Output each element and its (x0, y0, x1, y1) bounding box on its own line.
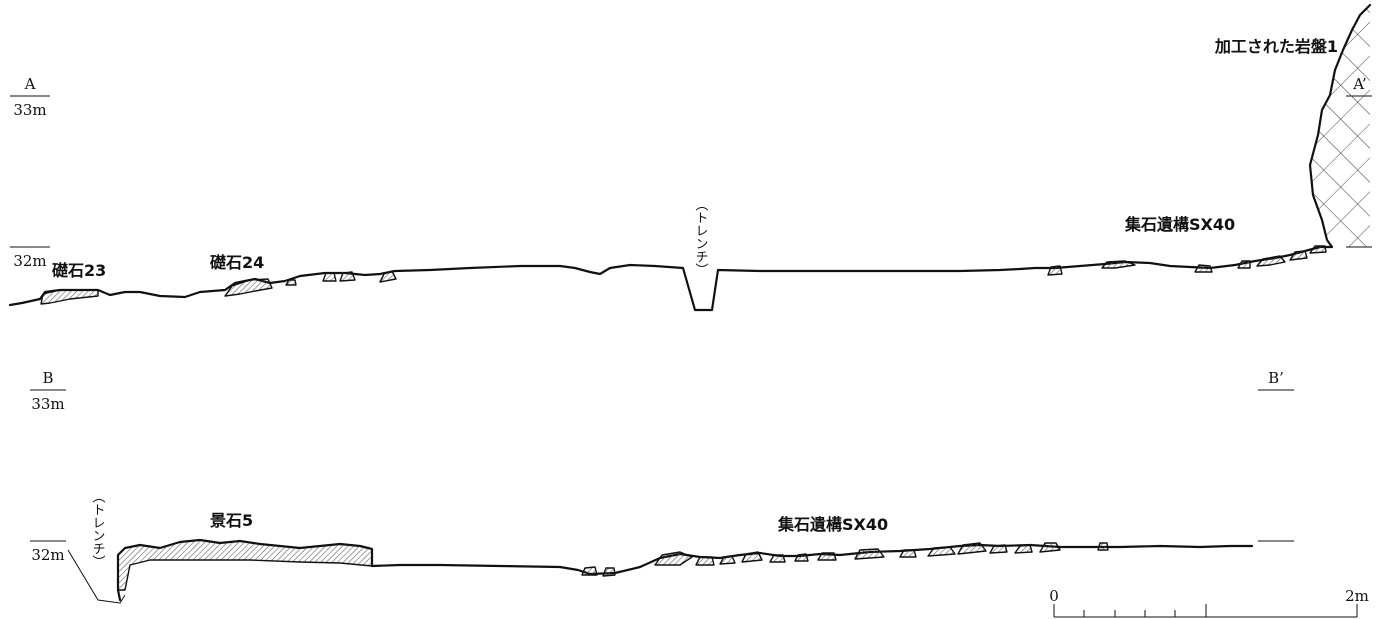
trench-a-label: （トレンチ） (693, 198, 709, 276)
section-b: B 33m 32m B’ 景石5 集石遺構SX40 （トレンチ (30, 369, 1294, 604)
stone-b-10 (854, 548, 885, 560)
stone-group-a-label: 集石遺構SX40 (1124, 215, 1235, 234)
section-a-elev-32: 32m (13, 252, 46, 270)
stone-a-1 (285, 279, 297, 286)
stone-b-7 (769, 554, 786, 563)
scale-bar-zero: 0 (1049, 587, 1059, 605)
stone-b-6 (741, 551, 763, 563)
section-a-ground-line (8, 245, 1334, 312)
stone-a-5 (1047, 265, 1063, 276)
stone-a-3 (339, 271, 356, 282)
trench-a-profile (682, 267, 719, 311)
stone-b-2 (602, 567, 616, 577)
stone-landscape-5 (117, 539, 373, 591)
stone-b-3 (654, 551, 693, 566)
stone-a-10 (1289, 250, 1308, 261)
trench-b-label: （トレンチ） (90, 490, 106, 568)
trench-b-profile (67, 549, 126, 604)
stone-group-b-label: 集石遺構SX40 (777, 515, 888, 534)
landscape-stone-label: 景石5 (210, 511, 253, 530)
cornerstone-24-label: 礎石24 (209, 253, 264, 272)
stone-b-12 (927, 546, 956, 557)
stone-cornerstone-23 (40, 289, 99, 305)
stone-b-11 (899, 549, 917, 558)
section-a-start-label: A (24, 75, 36, 93)
section-b-elev-33: 33m (31, 395, 64, 413)
stone-b-14 (989, 544, 1008, 554)
stone-b-17 (1097, 542, 1109, 551)
section-a: A 33m 32m A’ 加工された岩盤1 礎石23 礎石24 (8, 3, 1372, 312)
scale-bar: 0 2m (1049, 587, 1369, 618)
stone-b-5 (719, 555, 736, 565)
scale-bar-max: 2m (1345, 587, 1369, 605)
stone-a-2 (322, 272, 337, 282)
bedrock-label: 加工された岩盤1 (1214, 37, 1338, 56)
stone-b-1 (581, 566, 598, 576)
stone-b-15 (1014, 544, 1033, 554)
stone-a-7 (1194, 264, 1213, 273)
section-b-start-label: B (42, 369, 53, 387)
stone-a-8 (1237, 260, 1251, 269)
section-b-end-label: B’ (1268, 369, 1284, 387)
section-b-elev-32: 32m (31, 546, 64, 564)
bedrock-hatch (1310, 5, 1370, 247)
stone-a-6 (1101, 260, 1136, 269)
stone-a-11 (1309, 245, 1327, 254)
stone-b-4 (695, 556, 715, 566)
stone-a-4 (379, 270, 397, 283)
bedrock-outline (1308, 3, 1372, 249)
section-a-elev-33: 33m (13, 101, 46, 119)
stone-b-16 (1039, 542, 1061, 553)
stone-b-8 (794, 553, 809, 562)
stone-a-9 (1256, 255, 1286, 267)
stone-cornerstone-24 (224, 278, 273, 297)
stone-b-9 (817, 552, 837, 561)
cornerstone-23-label: 礎石23 (51, 261, 106, 280)
stone-b-13 (957, 542, 987, 555)
